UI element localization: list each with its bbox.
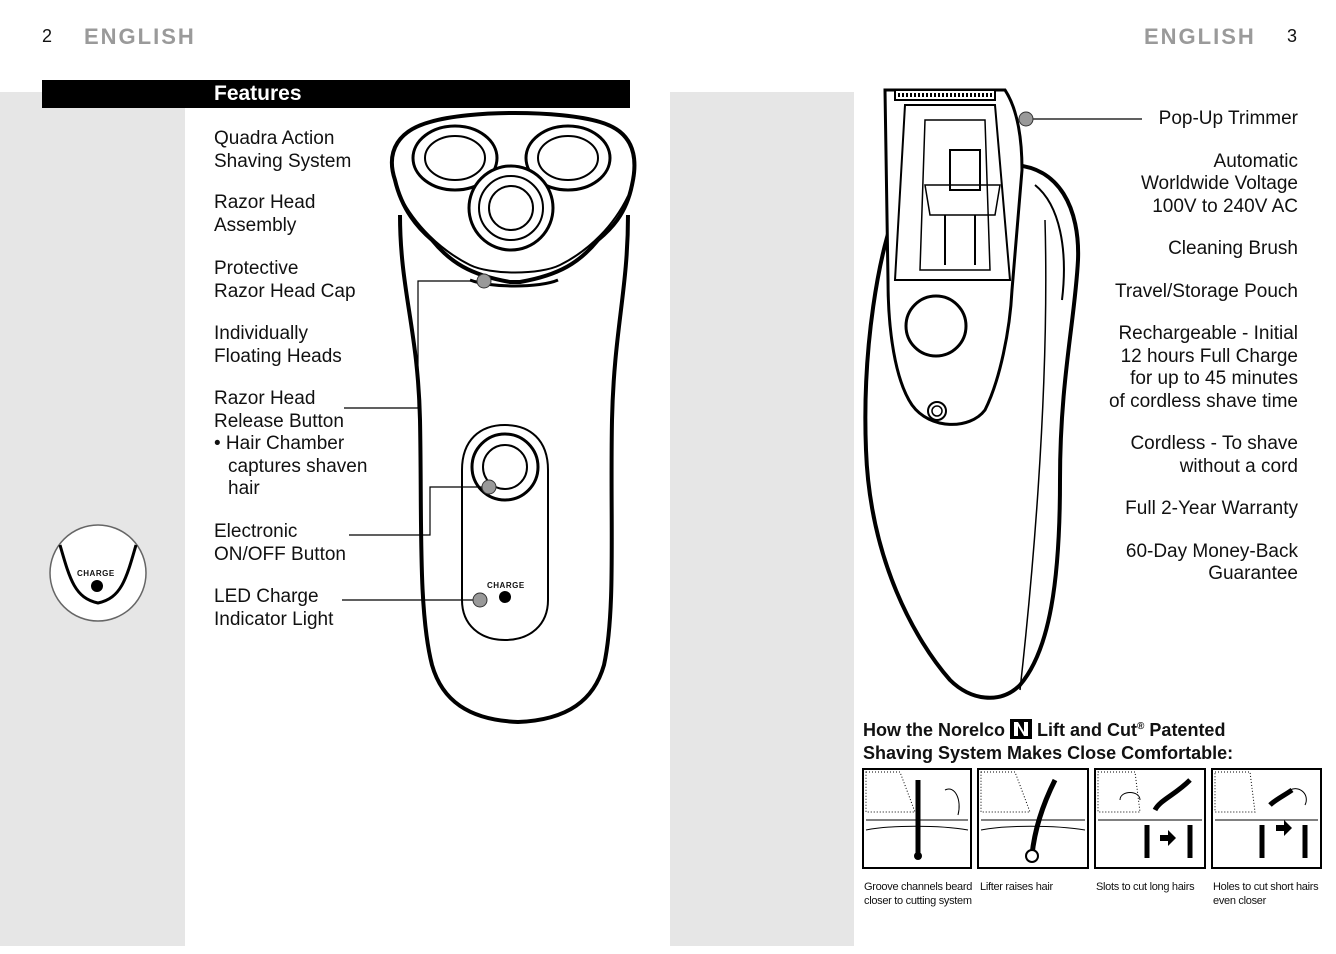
right-language-header: ENGLISH [1144,24,1256,49]
charge-closeup-icon [49,524,147,622]
feature-rechargeable: Rechargeable - Initial 12 hours Full Cha… [1108,323,1298,412]
norelco-logo-icon [1010,719,1033,739]
closeup-charge-label: CHARGE [77,569,115,578]
feature-cleaning-brush: Cleaning Brush [1168,238,1298,259]
feature-pop-up-trimmer: Pop-Up Trimmer [1158,108,1298,129]
features-title: Features [214,82,302,105]
lift-cut-panel-1 [862,768,972,869]
lift-cut-panel-2 [977,768,1089,869]
right-feature-list: Pop-Up Trimmer Automatic Worldwide Volta… [1038,108,1298,586]
right-page-number: 3 [1287,26,1298,46]
caption-slots: Slots to cut long hairs [1096,881,1195,893]
lift-cut-panel-3 [1094,768,1206,869]
caption-lifter: Lifter raises hair [980,881,1053,893]
feature-cordless: Cordless - To shave without a cord [1130,433,1298,477]
left-language-header: ENGLISH [84,24,196,49]
feature-warranty: Full 2-Year Warranty [1125,498,1298,519]
right-gray-band [670,92,854,946]
device-charge-label: CHARGE [487,581,525,590]
feature-worldwide-voltage: Automatic Worldwide Voltage 100V to 240V… [1140,150,1298,217]
how-it-works-title: How the Norelco Lift and Cut® Patented S… [863,719,1234,763]
left-gray-band [0,92,185,946]
left-page-number: 2 [42,26,53,46]
feature-money-back: 60-Day Money-Back Guarantee [1125,540,1298,585]
features-header-bar [42,80,630,108]
feature-hair-chamber: • Hair Chamber captures shaven hair [214,433,368,499]
feature-storage-pouch: Travel/Storage Pouch [1114,280,1298,302]
lift-cut-panel-4 [1211,768,1322,869]
